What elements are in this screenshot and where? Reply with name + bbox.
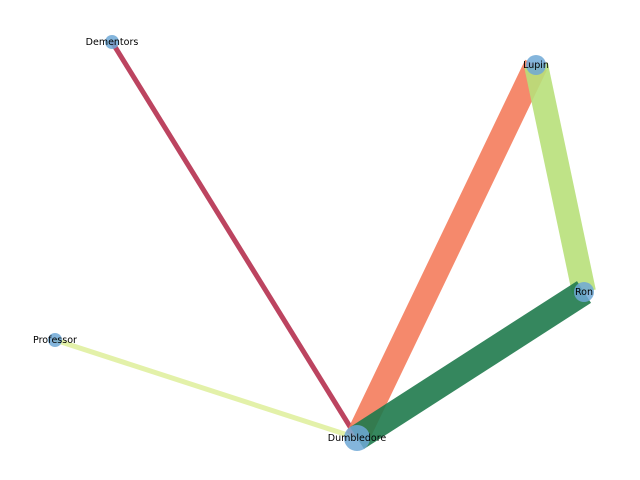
nodes-layer — [48, 35, 594, 451]
edges-layer — [54, 40, 596, 449]
node-professor[interactable] — [48, 333, 62, 347]
edge-dementors-dumbledore — [109, 40, 360, 440]
node-lupin[interactable] — [526, 55, 546, 75]
edge-professor-dumbledore — [54, 337, 358, 441]
node-dementors[interactable] — [105, 35, 119, 49]
node-label-lupin: Lupin — [523, 60, 549, 71]
edge-ron-dumbledore — [349, 281, 592, 449]
node-ron[interactable] — [574, 282, 594, 302]
node-label-ron: Ron — [575, 287, 593, 298]
edge-lupin-ron — [524, 62, 596, 295]
node-label-professor: Professor — [33, 335, 77, 346]
node-dumbledore[interactable] — [344, 425, 370, 451]
edge-lupin-dumbledore — [346, 59, 547, 444]
node-label-dumbledore: Dumbledore — [328, 433, 387, 444]
node-label-dementors: Dementors — [86, 37, 139, 48]
